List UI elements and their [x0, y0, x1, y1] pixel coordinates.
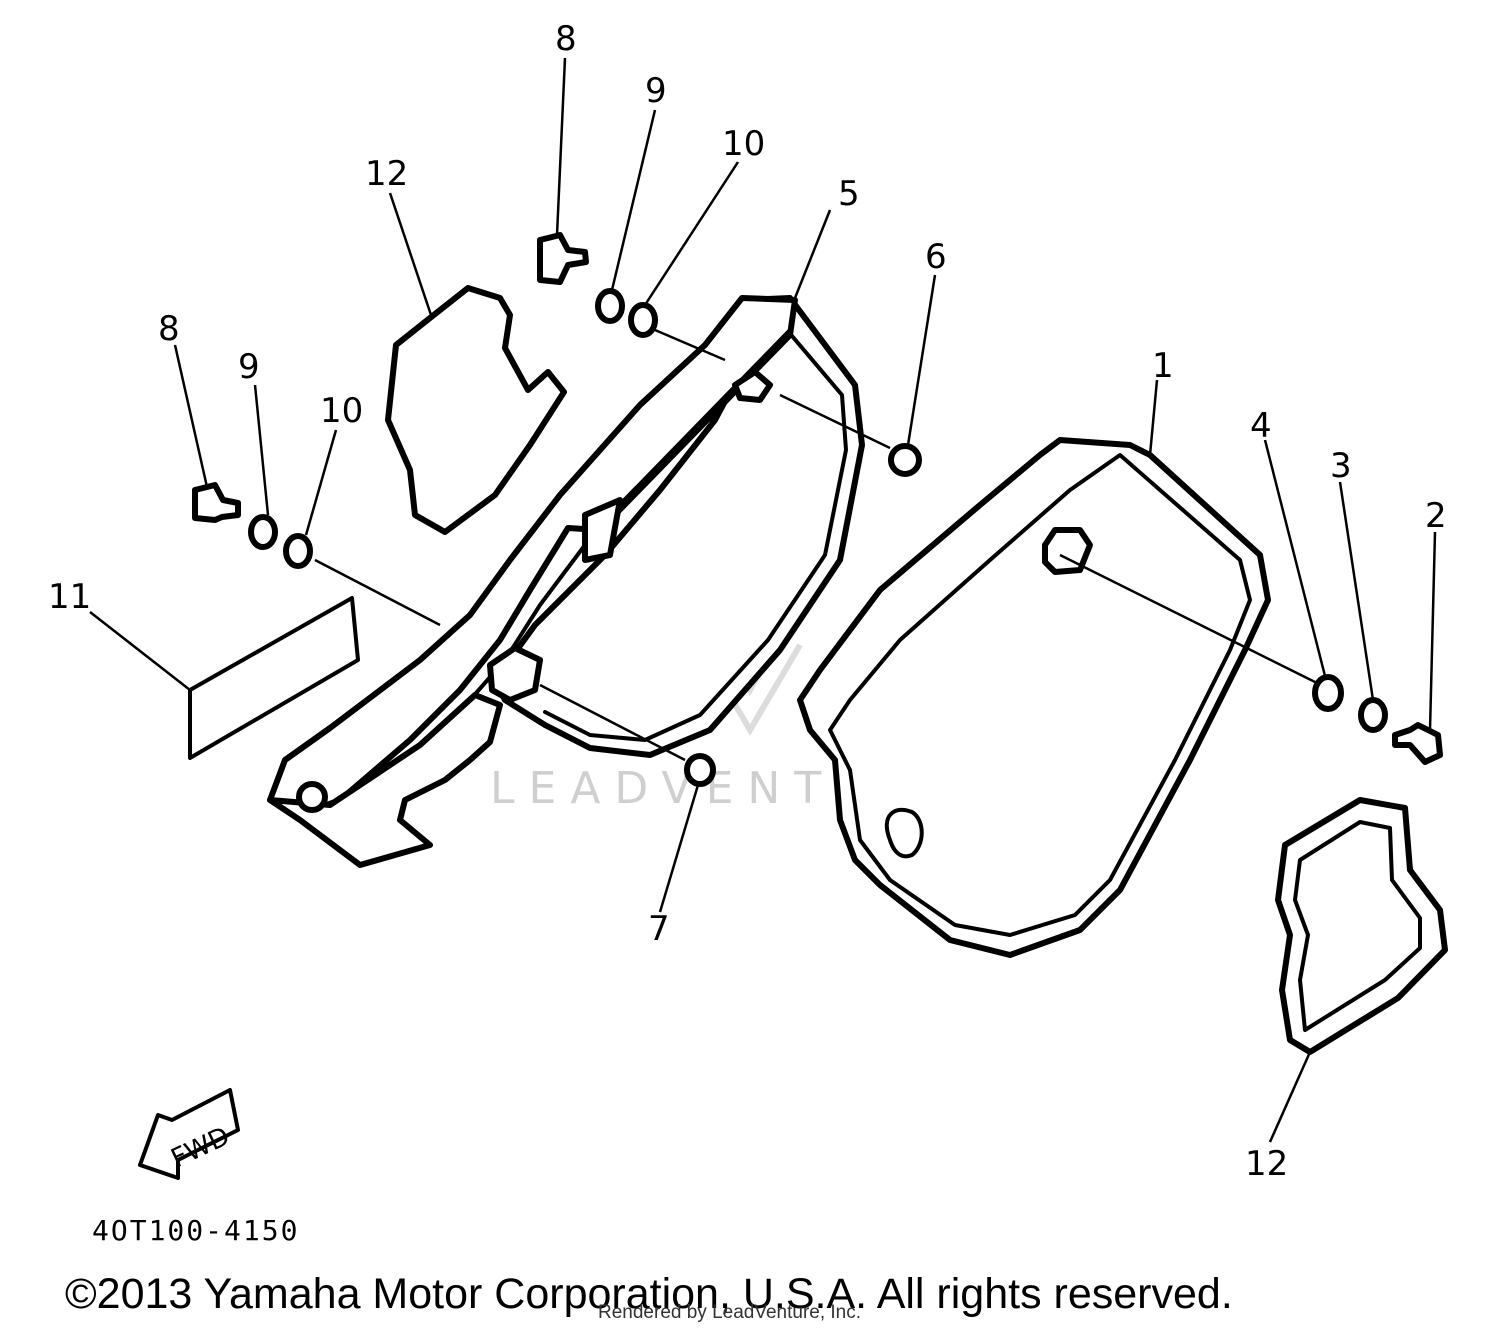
part-5-bracket [267, 295, 865, 868]
callout-9-upper: 9 [645, 71, 667, 111]
part-11-label [188, 596, 360, 760]
callout-12-upper: 12 [365, 154, 408, 194]
callout-4: 4 [1250, 406, 1272, 446]
part-6-nut [888, 443, 922, 477]
callout-10-upper: 10 [722, 124, 765, 164]
callout-9-left: 9 [238, 347, 260, 387]
callout-7: 7 [648, 909, 670, 949]
part-10-washer-left [283, 533, 313, 569]
part-7-nut [684, 753, 716, 787]
part-4-washer [1312, 674, 1344, 712]
callout-8-upper: 8 [555, 19, 577, 59]
part-9-washer-upper [595, 288, 625, 324]
copyright-notice: ©2013 Yamaha Motor Corporation, U.S.A. A… [65, 1270, 1233, 1318]
callout-6: 6 [925, 237, 947, 277]
callout-1: 1 [1152, 346, 1174, 386]
fwd-label: FWD [167, 1121, 235, 1174]
part-10-washer-upper [628, 302, 658, 338]
rendered-by-credit: Rendered by LeadVenture, Inc. [598, 1302, 862, 1323]
part-1-side-cover [797, 437, 1271, 958]
callout-12-lower: 12 [1245, 1144, 1288, 1184]
callout-3: 3 [1330, 446, 1352, 486]
leader-lines [89, 57, 1437, 1143]
diagram-code: 4OT100-4150 [92, 1214, 299, 1247]
part-2-bolt [1392, 722, 1443, 765]
part-8-bolt-left [192, 482, 241, 523]
fwd-arrow: FWD [138, 1088, 240, 1180]
part-3-washer [1358, 697, 1388, 733]
callout-2: 2 [1425, 496, 1447, 536]
callout-10-left: 10 [320, 391, 363, 431]
callout-11: 11 [48, 577, 91, 617]
callout-5: 5 [838, 174, 860, 214]
part-9-washer-left [248, 514, 278, 550]
part-12-upper-plate [385, 285, 567, 535]
part-8-bolt-upper [537, 232, 589, 285]
part-12-lower-gasket [1275, 797, 1448, 1055]
callout-8-left: 8 [158, 309, 180, 349]
